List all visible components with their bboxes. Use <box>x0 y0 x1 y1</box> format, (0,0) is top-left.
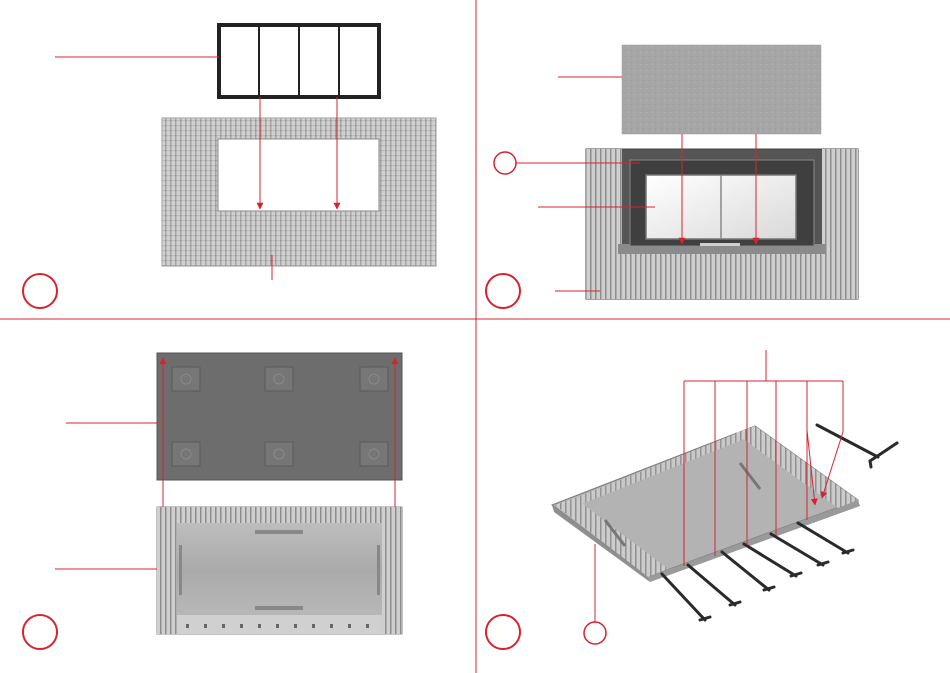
callout-circle-frame <box>494 152 516 174</box>
step-2-panel <box>486 45 858 308</box>
wall-with-window <box>586 149 858 299</box>
clad-wall-panel <box>162 118 436 266</box>
window-frame <box>219 25 379 97</box>
step-4-marker <box>486 615 520 649</box>
step-4-panel <box>486 350 897 649</box>
step-3-marker <box>23 615 57 649</box>
cover-panel <box>622 45 821 134</box>
callout-circle-floor-plate <box>584 622 606 644</box>
step-1-panel <box>23 25 436 308</box>
step-2-marker <box>486 274 520 308</box>
step-3-panel <box>23 353 402 649</box>
floor-plate <box>157 507 402 634</box>
step-1-marker <box>23 274 57 308</box>
base-plate <box>157 353 402 480</box>
